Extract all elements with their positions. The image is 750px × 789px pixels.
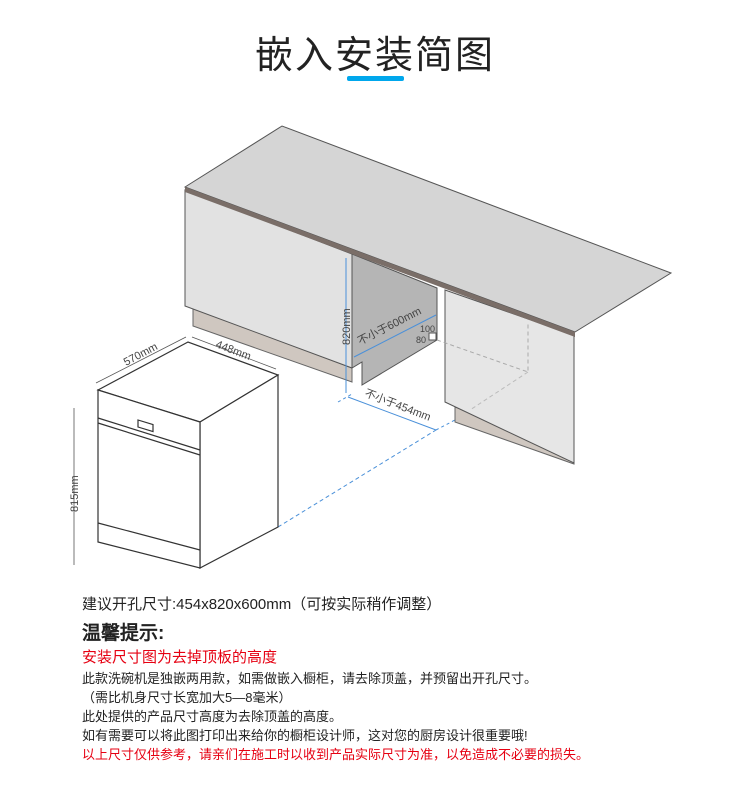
tip-line-2: 此款洗碗机是独嵌两用款，如需做嵌入橱柜，请去除顶盖，并预留出开孔尺寸。 (82, 671, 538, 686)
page-title: 嵌入安装简图 (254, 35, 495, 77)
dishwasher-dimensions (73, 336, 277, 565)
tip-line-5: 如有需要可以将此图打印出来给你的橱柜设计师，这对您的厨房设计很重要哦! (82, 728, 528, 743)
tip-line-3: （需比机身尺寸长宽加大5—8毫米） (82, 690, 292, 705)
tips-heading: 温馨提示: (82, 623, 165, 644)
hidden-lines (436, 323, 529, 373)
notch-100-label: 100 (420, 324, 435, 334)
installation-drawing: 820mm 不小于600mm 不小于454mm 100 80 570mm 448… (69, 125, 673, 569)
suggested-opening-size: 建议开孔尺寸:454x820x600mm（可按实际稍作调整） (82, 596, 442, 613)
tip-line-4: 此处提供的产品尺寸高度为去除顶盖的高度。 (82, 709, 343, 724)
notch-80-label: 80 (416, 335, 426, 345)
tip-line-6: 以上尺寸仅供参考，请亲们在施工时以收到产品实际尺寸为准，以免造成不必要的损失。 (82, 747, 590, 762)
countertop-top (183, 125, 673, 333)
countertop-edge (185, 187, 575, 337)
opening-width-label: 不小于454mm (363, 387, 433, 424)
dishwasher-height-label: 815mm (69, 475, 81, 512)
opening-back-wall (351, 253, 438, 386)
opening-dimensions (277, 258, 456, 528)
dishwasher (96, 341, 280, 569)
opening-height-label: 820mm (341, 308, 353, 345)
title-underline (347, 76, 404, 81)
tip-line-1: 安装尺寸图为去掉顶板的高度 (82, 649, 278, 666)
